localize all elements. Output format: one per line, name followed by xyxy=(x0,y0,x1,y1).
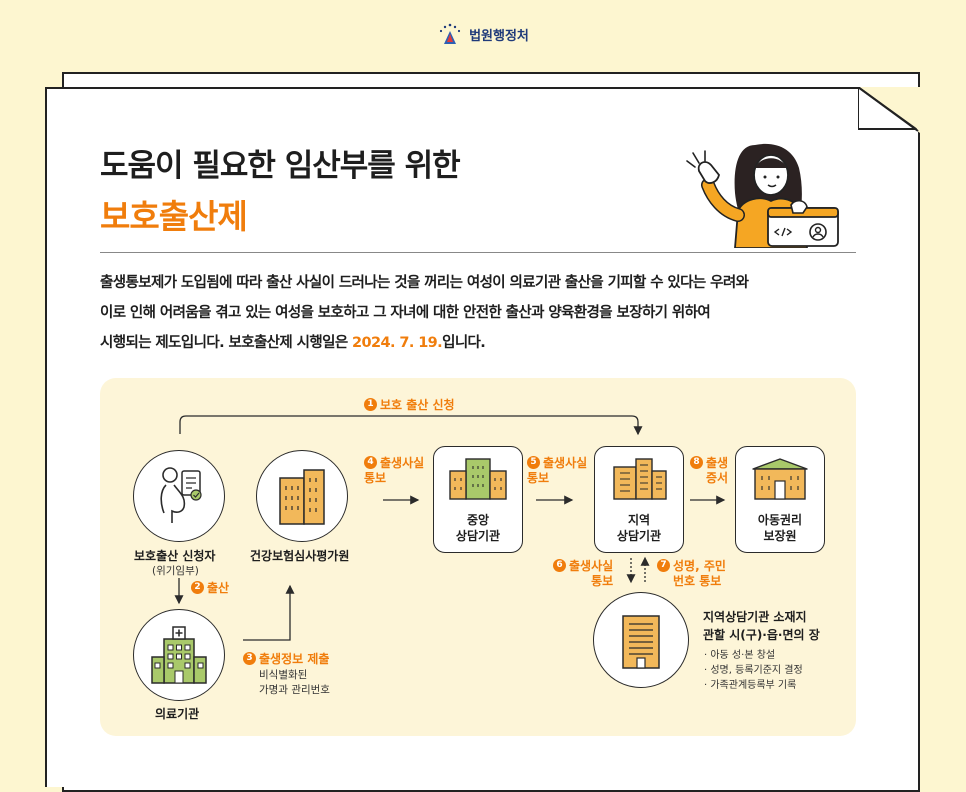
intro-line-2: 이로 인해 어려움을 겪고 있는 여성을 보호하고 그 자녀에 대한 안전한 출… xyxy=(100,305,711,321)
arrow-step1 xyxy=(179,415,643,436)
hospital-icon xyxy=(151,626,207,684)
title-divider xyxy=(100,252,856,253)
applicant-node xyxy=(133,450,225,542)
process-diagram-panel xyxy=(100,378,856,736)
pregnant-woman-icon xyxy=(160,467,202,523)
hira-node xyxy=(256,450,348,542)
effective-date: 2024. 7. 19. xyxy=(352,335,443,351)
local-government-node xyxy=(593,592,689,688)
central-building-icon xyxy=(449,458,507,500)
woman-presenting-illustration xyxy=(686,143,839,248)
office-building-icon xyxy=(279,469,325,525)
org-name: 법원행정처 xyxy=(469,28,529,44)
regional-building-icon xyxy=(613,458,667,500)
page-fold-corner xyxy=(858,87,920,133)
duty-item: · 가족관계등록부 기록 xyxy=(704,680,797,691)
intro-paragraph: 출생통보제가 도입됨에 따라 출산 사실이 드러나는 것을 꺼리는 여성이 의료… xyxy=(100,268,860,358)
local-government-duties: · 아동 성·본 창설 · 성명, 등록기준지 결정 · 가족관계등록부 기록 xyxy=(704,648,803,693)
duty-item: · 아동 성·본 창설 xyxy=(704,650,776,661)
court-emblem-icon xyxy=(439,23,461,44)
intro-line-3-end: 입니다. xyxy=(442,335,486,351)
court-administration-logo: 법원행정처 xyxy=(0,22,966,46)
flow-arrows xyxy=(174,415,726,641)
applicant-label: 보호출산 신청자 xyxy=(134,549,216,563)
hospital-label: 의료기관 xyxy=(155,707,200,721)
intro-line-3: 시행되는 제도입니다. 보호출산제 시행일은 2024. 7. 19.입니다. xyxy=(100,328,860,358)
intro-line-3-text: 시행되는 제도입니다. 보호출산제 시행일은 xyxy=(100,335,353,351)
institution-icon xyxy=(752,458,808,500)
page-title-line1: 도움이 필요한 임산부를 위한 xyxy=(100,148,461,184)
government-building-icon xyxy=(622,615,660,669)
page-title-line2: 보호출산제 xyxy=(100,197,248,236)
applicant-sublabel: (위기임부) xyxy=(152,565,199,577)
intro-line-1: 출생통보제가 도입됨에 따라 출산 사실이 드러나는 것을 꺼리는 여성이 의료… xyxy=(100,275,749,291)
duty-item: · 성명, 등록기준지 결정 xyxy=(704,665,803,676)
hospital-node xyxy=(133,609,225,701)
arrow-step3 xyxy=(243,584,295,641)
hira-label: 건강보험심사평가원 xyxy=(250,549,350,563)
